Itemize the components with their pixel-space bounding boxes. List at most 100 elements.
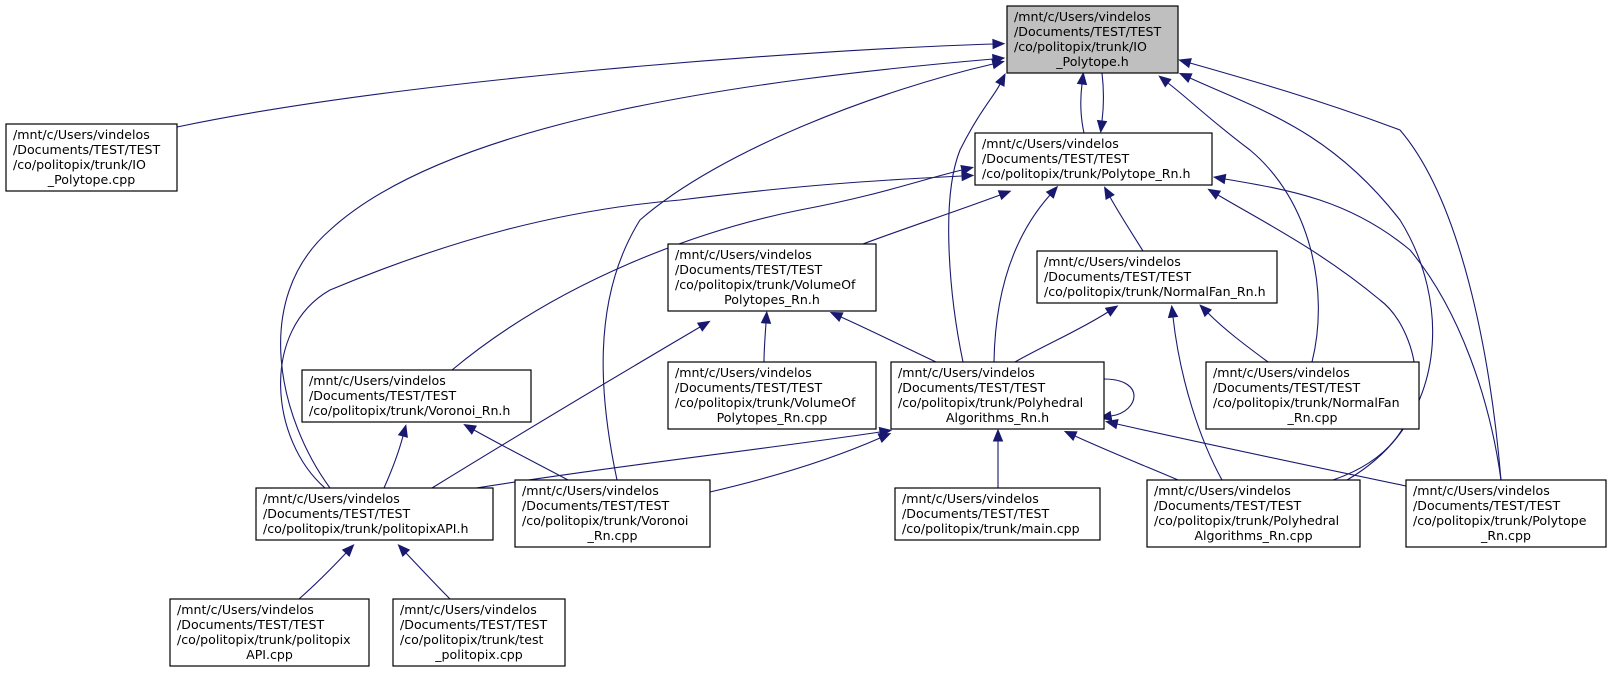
node-label-line: /Documents/TEST/TEST bbox=[1413, 498, 1561, 513]
node-label-line: _politopix.cpp bbox=[434, 647, 523, 662]
node-label-line: /Documents/TEST/TEST bbox=[1154, 498, 1302, 513]
node-label-line: /mnt/c/Users/vindelos bbox=[177, 602, 314, 617]
arrowhead bbox=[1103, 186, 1115, 201]
node-label-line: /Documents/TEST/TEST bbox=[522, 498, 670, 513]
node-label-line: /co/politopix/trunk/Polytope_Rn.h bbox=[982, 166, 1190, 181]
node-voronoi-h[interactable]: /mnt/c/Users/vindelos/Documents/TEST/TES… bbox=[301, 369, 532, 423]
node-label-line: /mnt/c/Users/vindelos bbox=[522, 483, 659, 498]
node-polyhedral-h[interactable]: /mnt/c/Users/vindelos/Documents/TEST/TES… bbox=[890, 361, 1105, 430]
node-main-cpp[interactable]: /mnt/c/Users/vindelos/Documents/TEST/TES… bbox=[894, 487, 1101, 541]
node-normalfan-cpp[interactable]: /mnt/c/Users/vindelos/Documents/TEST/TES… bbox=[1205, 361, 1420, 430]
node-box bbox=[1006, 5, 1179, 74]
node-label-line: /mnt/c/Users/vindelos bbox=[1213, 365, 1350, 380]
node-box bbox=[169, 598, 370, 667]
node-label-line: /mnt/c/Users/vindelos bbox=[1014, 9, 1151, 24]
node-label-line: /co/politopix/trunk/Polyhedral bbox=[898, 395, 1083, 410]
node-label-line: /co/politopix/trunk/NormalFan_Rn.h bbox=[1044, 284, 1266, 299]
node-label-line: /mnt/c/Users/vindelos bbox=[982, 136, 1119, 151]
node-label-line: /co/politopix/trunk/Polytope bbox=[1413, 513, 1587, 528]
edge-line bbox=[1074, 435, 1179, 481]
node-polyhedral-cpp[interactable]: /mnt/c/Users/vindelos/Documents/TEST/TES… bbox=[1146, 479, 1361, 548]
arrowhead bbox=[1104, 418, 1119, 430]
node-volume-cpp[interactable]: /mnt/c/Users/vindelos/Documents/TEST/TES… bbox=[667, 361, 877, 430]
edge-line bbox=[280, 175, 963, 489]
edge-line bbox=[451, 169, 963, 371]
node-box bbox=[5, 123, 178, 192]
node-label-line: /Documents/TEST/TEST bbox=[898, 380, 1046, 395]
edge-line bbox=[1080, 83, 1085, 134]
node-voronoi-cpp[interactable]: /mnt/c/Users/vindelos/Documents/TEST/TES… bbox=[514, 479, 711, 548]
node-label-line: _Polytope.cpp bbox=[47, 172, 135, 187]
edge-line bbox=[1109, 196, 1144, 252]
node-box bbox=[1146, 479, 1361, 548]
arrowhead bbox=[1063, 430, 1078, 441]
node-api-cpp[interactable]: /mnt/c/Users/vindelos/Documents/TEST/TES… bbox=[169, 598, 370, 667]
edge-line bbox=[176, 43, 994, 128]
node-io-cpp[interactable]: /mnt/c/Users/vindelos/Documents/TEST/TES… bbox=[5, 123, 178, 192]
edge-line bbox=[280, 58, 994, 489]
node-label-line: /Documents/TEST/TEST bbox=[1044, 269, 1192, 284]
edge-line bbox=[473, 429, 569, 481]
node-label-line: /co/politopix/trunk/VolumeOf bbox=[675, 395, 856, 410]
edge-voronoi-cpp-to-io-h bbox=[602, 59, 1006, 481]
node-api-h[interactable]: /mnt/c/Users/vindelos/Documents/TEST/TES… bbox=[255, 487, 494, 541]
node-label-line: /Documents/TEST/TEST bbox=[902, 506, 1050, 521]
arrowhead bbox=[1178, 58, 1192, 69]
node-label-line: /Documents/TEST/TEST bbox=[675, 262, 823, 277]
arrowhead bbox=[696, 320, 711, 332]
edge-line bbox=[383, 435, 404, 489]
node-label-line: /mnt/c/Users/vindelos bbox=[13, 127, 150, 142]
edge-line bbox=[1217, 194, 1417, 481]
edge-polytope-h-to-io-h bbox=[1076, 71, 1088, 134]
node-polytope-h[interactable]: /mnt/c/Users/vindelos/Documents/TEST/TES… bbox=[974, 132, 1213, 186]
node-label-line: Algorithms_Rn.h bbox=[946, 410, 1049, 425]
edge-line bbox=[1207, 312, 1269, 363]
node-box bbox=[667, 243, 877, 312]
node-label-line: /mnt/c/Users/vindelos bbox=[675, 365, 812, 380]
edge-test-cpp-to-api-h bbox=[397, 544, 451, 600]
node-io-h[interactable]: /mnt/c/Users/vindelos/Documents/TEST/TES… bbox=[1006, 5, 1179, 74]
node-label-line: /co/politopix/trunk/Polyhedral bbox=[1154, 513, 1339, 528]
node-label-line: /mnt/c/Users/vindelos bbox=[263, 491, 400, 506]
node-volume-h[interactable]: /mnt/c/Users/vindelos/Documents/TEST/TES… bbox=[667, 243, 877, 312]
node-box bbox=[392, 598, 566, 667]
node-label-line: /mnt/c/Users/vindelos bbox=[309, 373, 446, 388]
node-label-line: /Documents/TEST/TEST bbox=[263, 506, 411, 521]
node-label-line: /co/politopix/trunk/Voronoi bbox=[522, 513, 688, 528]
node-normalfan-h[interactable]: /mnt/c/Users/vindelos/Documents/TEST/TES… bbox=[1036, 250, 1278, 304]
arrowhead bbox=[341, 544, 355, 557]
node-box bbox=[301, 369, 532, 423]
edge-normalfan-cpp-to-normalfan-h bbox=[1199, 304, 1269, 363]
node-label-line: Polytopes_Rn.cpp bbox=[717, 410, 828, 425]
node-box bbox=[514, 479, 711, 548]
node-label-line: /Documents/TEST/TEST bbox=[1213, 380, 1361, 395]
node-label-line: API.cpp bbox=[246, 647, 293, 662]
edge-line bbox=[862, 194, 1001, 245]
arrowhead bbox=[397, 424, 408, 438]
edge-normalfan-h-to-polytope-h bbox=[1103, 186, 1144, 252]
edge-line bbox=[298, 552, 347, 600]
edge-line bbox=[840, 316, 937, 363]
node-label-line: /Documents/TEST/TEST bbox=[309, 388, 457, 403]
edge-voronoi-cpp-to-voronoi-h bbox=[463, 424, 569, 481]
edge-api-h-to-polytope-h bbox=[280, 170, 975, 489]
edge-polyhedral-h-to-io-h bbox=[948, 73, 1006, 363]
node-label-line: /co/politopix/trunk/IO bbox=[1014, 39, 1147, 54]
node-label-line: /co/politopix/trunk/Voronoi_Rn.h bbox=[309, 403, 510, 418]
arrowhead bbox=[877, 433, 892, 444]
nodes-layer: /mnt/c/Users/vindelos/Documents/TEST/TES… bbox=[5, 5, 1607, 667]
arrowhead bbox=[1199, 304, 1213, 318]
node-label-line: /Documents/TEST/TEST bbox=[1014, 24, 1162, 39]
edge-polyhedral-h-to-normalfan-h bbox=[1014, 305, 1119, 363]
node-polytope-cpp[interactable]: /mnt/c/Users/vindelos/Documents/TEST/TES… bbox=[1405, 479, 1607, 548]
node-test-cpp[interactable]: /mnt/c/Users/vindelos/Documents/TEST/TES… bbox=[392, 598, 566, 667]
edge-normalfan-cpp-to-io-h bbox=[1158, 75, 1319, 363]
arrowhead bbox=[829, 311, 844, 322]
node-label-line: _Polytope.h bbox=[1055, 54, 1128, 69]
arrowhead bbox=[995, 73, 1006, 87]
node-label-line: /mnt/c/Users/vindelos bbox=[675, 247, 812, 262]
edge-line bbox=[1116, 423, 1407, 487]
edge-volume-h-to-polytope-h bbox=[862, 190, 1012, 245]
edge-line bbox=[1172, 316, 1223, 481]
